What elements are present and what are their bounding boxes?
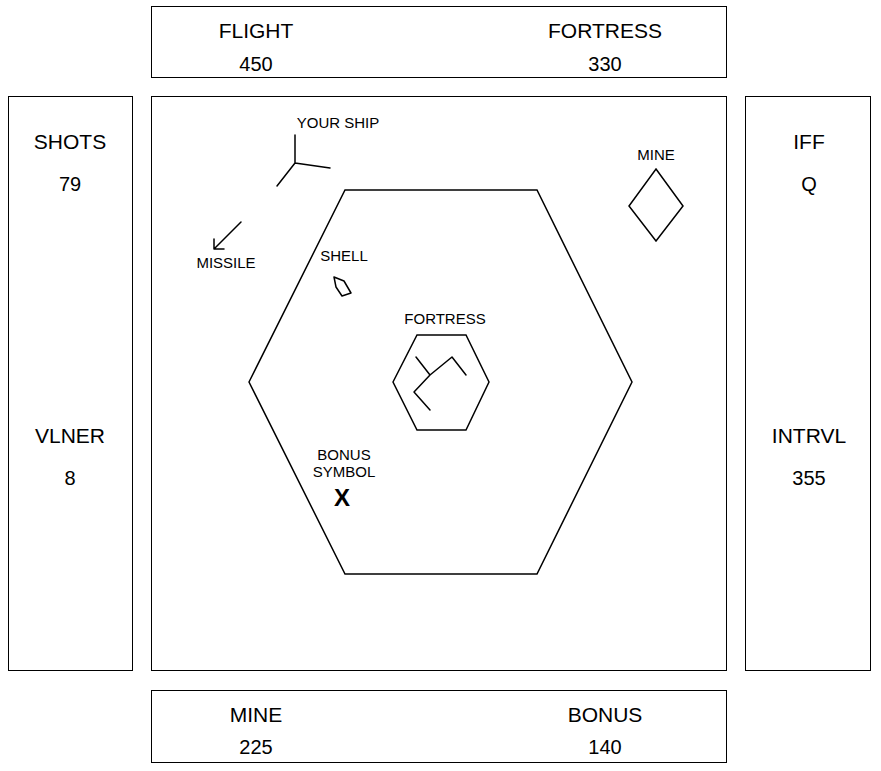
label-holder: SHOTS [34,130,106,154]
hud-label: INTRVL [772,424,846,447]
hud-label: BONUS [568,703,643,726]
hud-label: FLIGHT [219,19,294,42]
score-panel: MINE 225 BONUS 140 [151,690,727,763]
hud-label: X [334,484,350,511]
label-holder: MINE [230,703,283,727]
label-holder: BONUS [568,703,643,727]
label-holder: BONUS SYMBOL [298,446,390,481]
label-holder: 225 [239,736,272,759]
hud-label: 8 [64,467,75,489]
label-holder: MINE [637,146,675,163]
mine-diamond: MINE [629,169,683,241]
label-holder: FORTRESS [548,19,662,43]
play-area: YOUR SHIP MISSILE MINE SHELL BONUS SYMBOL X FO… [151,96,727,671]
missile-symbol [214,222,241,249]
status-panel: SHOTS 79VLNER 8 [8,96,133,671]
hud-label: IFF [793,130,825,153]
label-holder: INTRVL [772,424,846,448]
outer-hexagon: SHELL BONUS SYMBOL X FORTRESS [249,190,632,574]
status-panel: IFF Q INTRVL 355 [745,96,871,671]
label-holder: 8 [64,467,75,490]
label-holder: 140 [588,736,621,759]
label-holder: 355 [792,467,825,490]
hud-label: FORTRESS [548,19,662,42]
shell-symbol [334,277,351,296]
label-holder: SHELL [320,247,368,264]
label-holder: YOUR SHIP [297,114,380,131]
label-holder: FORTRESS [404,310,485,327]
hud-label: 450 [239,53,272,75]
outline-path [249,190,632,574]
hud-label: 330 [588,53,621,75]
score-panel: FLIGHT 450 FORTRESS 330 [151,6,727,78]
hud-label: FORTRESS [404,310,485,327]
hud-label: MINE [637,146,675,163]
hud-label: 79 [59,173,81,195]
ship-symbol [277,135,330,186]
hud-label: VLNER [35,424,105,447]
label-holder: FLIGHT [219,19,294,43]
hud-label: MINE [230,703,283,726]
label-holder: X [334,484,350,512]
outline-path [629,169,683,241]
hud-label: SHOTS [34,130,106,153]
hud-label: MISSILE [196,254,255,271]
outline-path [393,335,489,430]
hud-label: Q [801,173,817,195]
fortress-hexagon: FORTRESS [393,335,489,430]
label-holder: 330 [588,53,621,76]
label-holder: IFF [793,130,825,154]
hud-label: 140 [588,736,621,758]
hud-label: 355 [792,467,825,489]
label-holder: VLNER [35,424,105,448]
hud-label: BONUS SYMBOL [313,446,376,480]
label-holder: MISSILE [196,254,255,271]
label-holder: 450 [239,53,272,76]
hud-label: SHELL [320,247,368,264]
mine-diamond-outline [629,169,683,241]
label-holder: 79 [59,173,81,196]
label-holder: Q [801,173,817,196]
hud-label: 225 [239,736,272,758]
hud-label: YOUR SHIP [297,114,380,131]
fortress-hexagon-outline [393,335,489,430]
outer-hexagon-outline [249,190,632,574]
fortress-gun [414,357,466,410]
